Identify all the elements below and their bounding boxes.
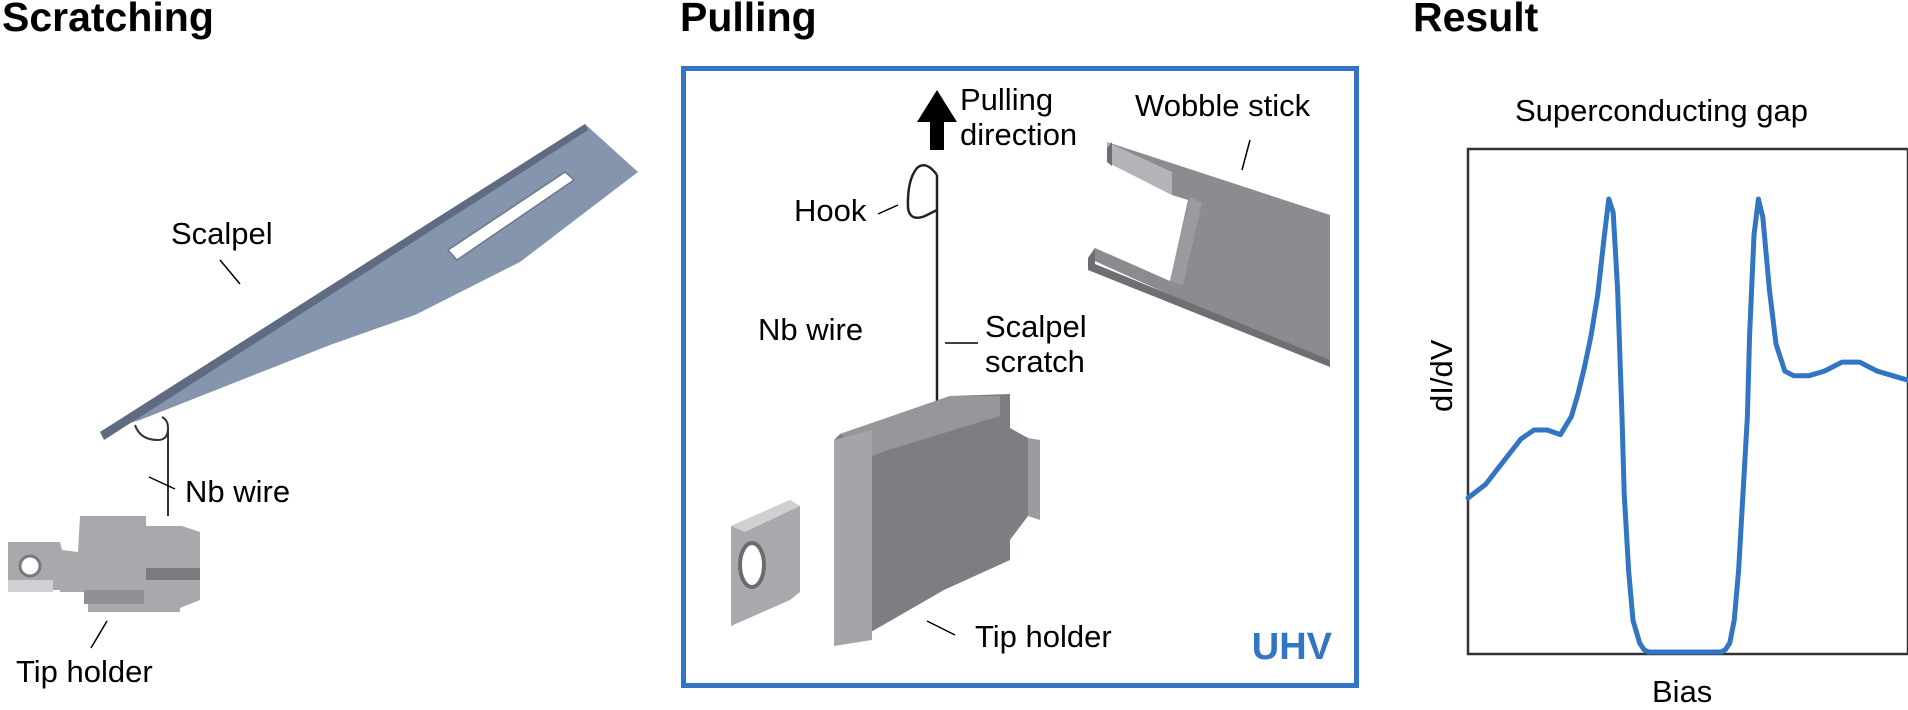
leader-wobble-stick xyxy=(1241,139,1251,171)
label-nb-wire: Nb wire xyxy=(185,474,291,509)
nb-wire xyxy=(134,416,170,516)
wobble-stick xyxy=(1088,142,1330,367)
label-nb-wire: Nb wire xyxy=(758,312,864,347)
tip-holder-3d xyxy=(731,394,1040,646)
label-scalpel-scratch-line2: scratch xyxy=(985,344,1085,379)
tip-holder-side xyxy=(8,516,200,612)
chart-series-line xyxy=(1465,196,1908,655)
leader-nb-wire xyxy=(148,476,176,490)
chart-title: Superconducting gap xyxy=(1515,93,1809,128)
leader-tip-holder xyxy=(926,620,956,636)
label-scalpel: Scalpel xyxy=(171,216,273,251)
leader-hook xyxy=(877,204,899,215)
panel-title-result: Result xyxy=(1413,0,1539,40)
label-wobble-stick: Wobble stick xyxy=(1135,88,1311,123)
scratching-illustration xyxy=(8,124,638,649)
label-tip-holder: Tip holder xyxy=(16,654,153,689)
uhv-label: UHV xyxy=(1251,626,1332,668)
leader-scalpel xyxy=(219,259,241,285)
chart-plot-area-frame xyxy=(1466,147,1908,656)
uhv-chamber-frame: UHV xyxy=(681,66,1359,688)
label-tip-holder: Tip holder xyxy=(975,619,1112,654)
mounting-hole xyxy=(738,541,766,589)
chart-x-axis-label: Bias xyxy=(1652,674,1713,709)
panel-title-pulling: Pulling xyxy=(680,0,817,40)
panel-title-scratching: Scratching xyxy=(2,0,214,40)
scalpel-slot xyxy=(446,171,576,261)
mounting-hole xyxy=(18,554,42,578)
scalpel-blade xyxy=(100,124,638,440)
label-scalpel-scratch-line1: Scalpel xyxy=(985,309,1087,344)
label-hook: Hook xyxy=(794,193,867,228)
leader-tip-holder xyxy=(90,620,108,649)
label-pulling-direction-line2: direction xyxy=(960,117,1078,152)
label-pulling-direction-line1: Pulling xyxy=(960,82,1054,117)
arrow-up-icon xyxy=(917,90,957,150)
nb-wire-with-hook xyxy=(906,163,939,420)
